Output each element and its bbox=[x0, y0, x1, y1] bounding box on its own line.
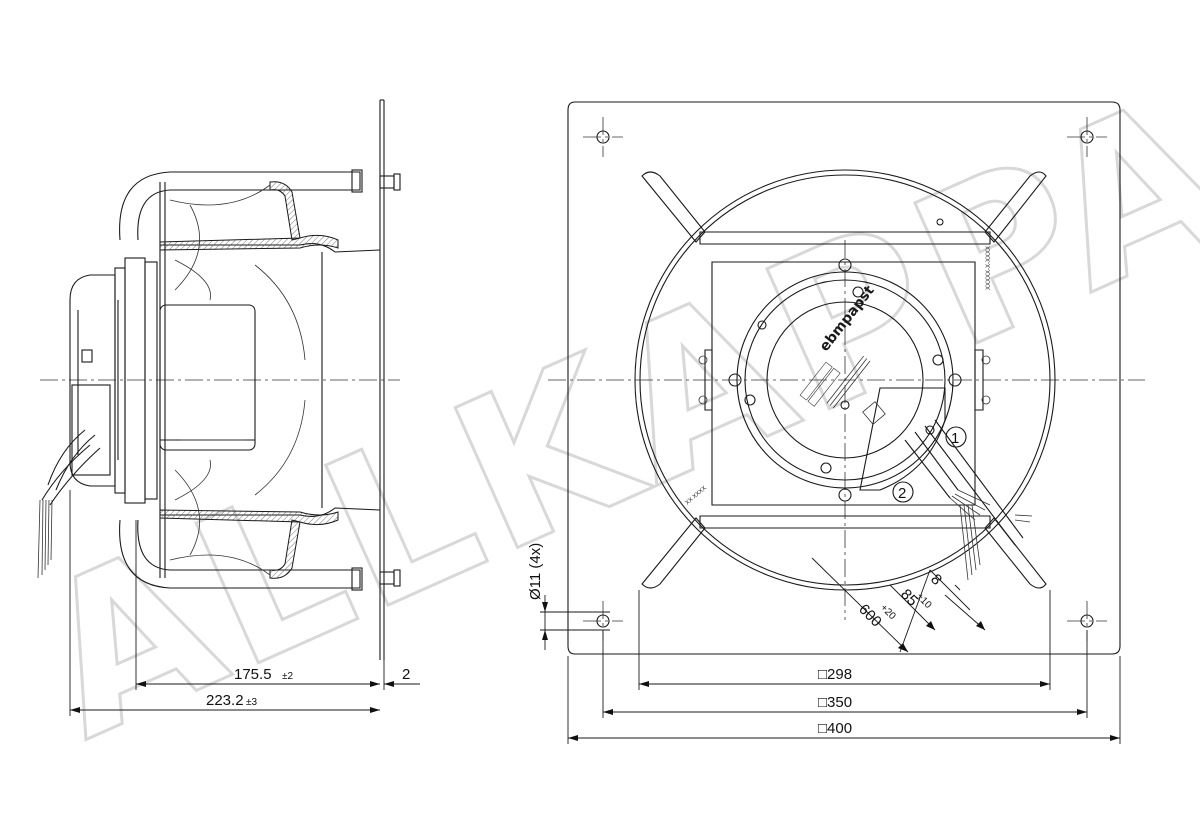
dim-plate-size: □400 bbox=[567, 656, 1121, 744]
cable-bundle-side bbox=[37, 429, 101, 579]
outer-ring-inner bbox=[639, 174, 1051, 586]
mounting-plate-side bbox=[379, 99, 385, 660]
dim-hole-spacing-inner: □298 bbox=[638, 590, 1051, 690]
svg-text:□350: □350 bbox=[818, 694, 852, 711]
cable-gland-box bbox=[859, 387, 946, 491]
svg-text:8: 8 bbox=[927, 571, 945, 589]
cables-front bbox=[904, 419, 1033, 581]
dim-impeller-depth-tol: ±2 bbox=[282, 671, 293, 682]
impeller-blades bbox=[169, 184, 306, 576]
support-arm-top bbox=[119, 169, 401, 241]
electronics-housing bbox=[69, 274, 116, 487]
svg-text:□400: □400 bbox=[818, 720, 852, 737]
dim-total-depth-tol: ±3 bbox=[246, 697, 257, 708]
svg-text:2: 2 bbox=[898, 485, 906, 502]
mounting-plate-front bbox=[567, 101, 1121, 655]
dim-hole-spacing-outer: □350 bbox=[602, 630, 1088, 718]
front-view: ebmpapst 1 2 bbox=[527, 101, 1145, 744]
callout-1: 1 bbox=[945, 426, 967, 448]
side-view: 175.5 ±2 2 223.2 ±3 bbox=[37, 99, 420, 716]
dim-total-depth-value: 223.2 bbox=[206, 692, 244, 709]
dim-plate-thickness: 2 bbox=[383, 660, 420, 690]
callout-2: 2 bbox=[892, 481, 914, 503]
svg-text:Ø11 (4x): Ø11 (4x) bbox=[527, 543, 544, 600]
small-label-right: XXXXX-X-XXXX bbox=[986, 246, 992, 290]
side-lugs bbox=[698, 349, 991, 411]
dim-hole-diameter: Ø11 (4x) bbox=[527, 543, 610, 650]
motor-housing-outer bbox=[736, 271, 954, 489]
motor-cover bbox=[766, 301, 924, 459]
motor-housing-inner bbox=[744, 279, 946, 481]
dim-plate-thickness-value: 2 bbox=[402, 666, 410, 683]
dim-impeller-depth-value: 175.5 bbox=[234, 666, 272, 683]
impeller-shroud bbox=[159, 181, 339, 579]
dim-total-depth: 223.2 ±3 bbox=[69, 490, 380, 716]
support-arms-front bbox=[641, 171, 1047, 589]
motor-screws bbox=[728, 218, 962, 502]
dim-impeller-depth: 175.5 ±2 bbox=[135, 520, 380, 690]
svg-text:□298: □298 bbox=[818, 666, 852, 683]
support-arm-bottom bbox=[119, 519, 401, 591]
dim-wire-end: 8 bbox=[927, 571, 986, 631]
svg-text:1: 1 bbox=[951, 430, 959, 447]
